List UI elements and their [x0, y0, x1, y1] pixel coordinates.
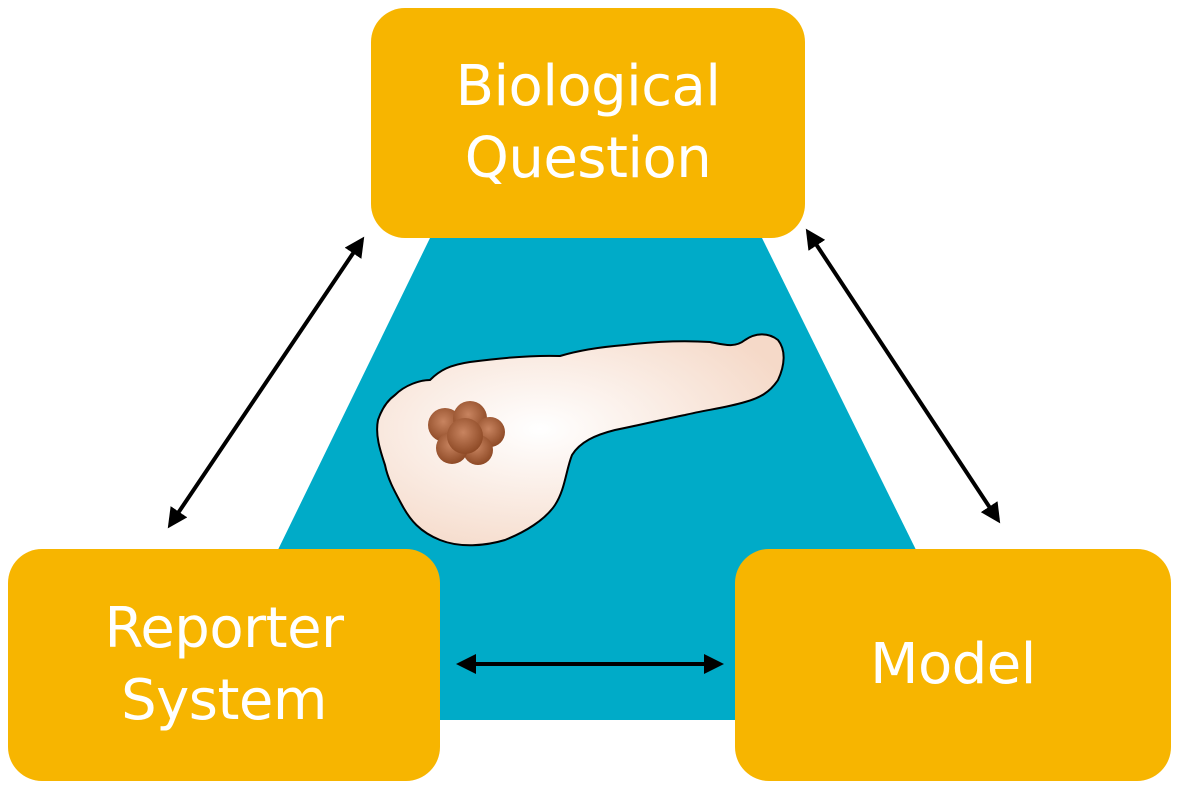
node-model-line1: Model	[870, 632, 1036, 697]
pancreas-organ-illustration	[376, 333, 785, 547]
node-reporter-system: Reporter System	[8, 549, 440, 781]
node-biological-question-line1: Biological	[455, 54, 721, 119]
arrow-question-model	[805, 228, 1001, 524]
arrow-question-reporter	[167, 236, 365, 529]
node-reporter-system-line1: Reporter	[104, 596, 344, 661]
node-biological-question-line2: Question	[464, 126, 712, 191]
node-model: Model	[735, 549, 1171, 781]
tumor-nodule-illustration	[428, 401, 505, 465]
node-reporter-system-line2: System	[121, 668, 327, 733]
node-biological-question: Biological Question	[371, 8, 805, 238]
